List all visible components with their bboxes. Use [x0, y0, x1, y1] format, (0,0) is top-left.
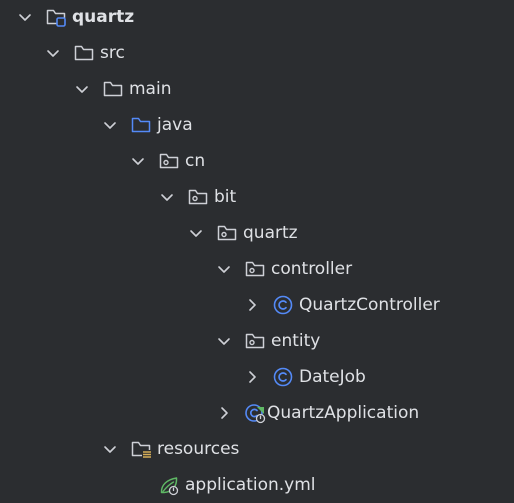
- tree-node-cn[interactable]: cn: [0, 143, 514, 179]
- chevron-down-icon[interactable]: [159, 189, 175, 205]
- tree-node-main[interactable]: main: [0, 71, 514, 107]
- tree-label: resources: [157, 439, 240, 459]
- class-icon: [272, 294, 294, 316]
- package-icon: [244, 330, 266, 352]
- chevron-down-icon[interactable]: [216, 261, 232, 277]
- tree-label: entity: [271, 331, 321, 351]
- tree-label: quartz: [243, 223, 298, 243]
- chevron-down-icon[interactable]: [17, 9, 33, 25]
- tree-node-application-yml[interactable]: application.yml: [0, 467, 514, 503]
- package-icon: [187, 186, 209, 208]
- tree-node-entity[interactable]: entity: [0, 323, 514, 359]
- tree-label: quartz: [72, 7, 135, 27]
- tree-label: cn: [185, 151, 206, 171]
- resources-folder-icon: [130, 438, 152, 460]
- module-folder-icon: [45, 6, 67, 28]
- tree-node-java[interactable]: java: [0, 107, 514, 143]
- chevron-down-icon[interactable]: [216, 333, 232, 349]
- tree-label: QuartzApplication: [267, 403, 420, 423]
- chevron-down-icon[interactable]: [130, 153, 146, 169]
- chevron-down-icon[interactable]: [74, 81, 90, 97]
- tree-label: DateJob: [299, 367, 366, 387]
- tree-node-quartz-package[interactable]: quartz: [0, 215, 514, 251]
- tree-node-bit[interactable]: bit: [0, 179, 514, 215]
- folder-icon: [102, 78, 124, 100]
- tree-label: application.yml: [185, 475, 316, 495]
- folder-icon: [73, 42, 95, 64]
- package-icon: [158, 150, 180, 172]
- tree-node-src[interactable]: src: [0, 35, 514, 71]
- tree-node-quartz-module[interactable]: quartz: [0, 0, 514, 35]
- tree-node-quartz-application[interactable]: QuartzApplication: [0, 395, 514, 431]
- package-icon: [244, 258, 266, 280]
- spring-yaml-file-icon: [158, 474, 180, 496]
- tree-node-controller[interactable]: controller: [0, 251, 514, 287]
- tree-label: controller: [271, 259, 353, 279]
- tree-node-resources[interactable]: resources: [0, 431, 514, 467]
- tree-label: java: [157, 115, 193, 135]
- tree-label: src: [100, 43, 125, 63]
- chevron-down-icon[interactable]: [102, 441, 118, 457]
- chevron-down-icon[interactable]: [102, 117, 118, 133]
- chevron-down-icon[interactable]: [45, 45, 61, 61]
- chevron-down-icon[interactable]: [188, 225, 204, 241]
- source-folder-icon: [130, 114, 152, 136]
- spring-boot-class-icon: [244, 402, 266, 424]
- tree-label: main: [129, 79, 172, 99]
- chevron-right-icon[interactable]: [244, 369, 260, 385]
- tree-label: QuartzController: [299, 295, 440, 315]
- class-icon: [272, 366, 294, 388]
- tree-node-quartz-controller[interactable]: QuartzController: [0, 287, 514, 323]
- chevron-right-icon[interactable]: [216, 405, 232, 421]
- tree-node-date-job[interactable]: DateJob: [0, 359, 514, 395]
- tree-label: bit: [214, 187, 237, 207]
- package-icon: [216, 222, 238, 244]
- chevron-right-icon[interactable]: [244, 297, 260, 313]
